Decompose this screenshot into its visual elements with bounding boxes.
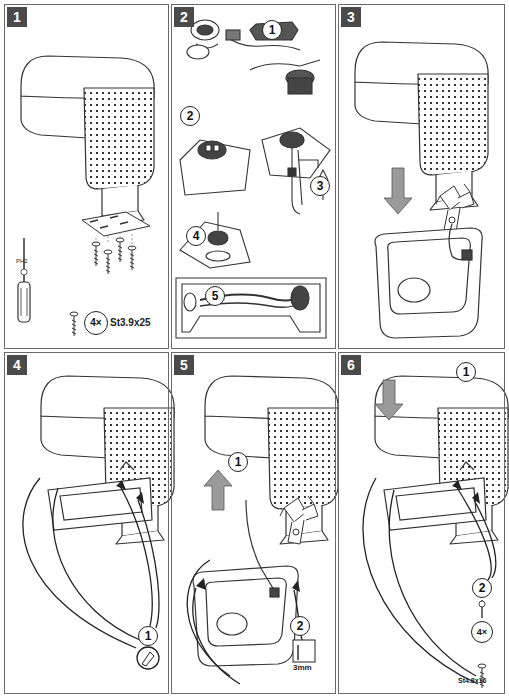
callout-circle: 5: [205, 286, 225, 306]
callout-circle: 1: [456, 362, 476, 382]
step-panel: 6 1 2 4×: [338, 352, 505, 694]
callout-number: 1: [235, 455, 242, 469]
callout-circle: 2: [290, 616, 310, 636]
step-panel: 41: [4, 352, 169, 694]
step-panel: 5 1 2: [171, 352, 336, 694]
callout-circle: 4: [186, 226, 206, 246]
callout-circle: 2: [180, 106, 200, 126]
callout-circle: 1: [138, 626, 158, 646]
step-panel: 2 1 2 3 4 5: [171, 4, 336, 349]
screw-size: St4.8x16: [458, 677, 486, 684]
callout-number: 3: [317, 179, 324, 193]
step-panel: 3: [338, 4, 505, 349]
bit-size: PH2: [16, 258, 28, 264]
step-number: 3: [341, 7, 361, 27]
callout-number: 4×: [477, 627, 487, 637]
callout-number: 1: [145, 629, 152, 643]
step-number: 5: [174, 355, 194, 375]
callout-number: 5: [212, 289, 219, 303]
step-number: 1: [7, 7, 27, 27]
screw-size: St3.9x25: [110, 317, 151, 328]
callout-circle: 1: [228, 452, 248, 472]
callout-circle: 2: [472, 578, 492, 598]
callout-number: 2: [187, 109, 194, 123]
callout-circle: 1: [262, 20, 282, 40]
callout-number: 2: [479, 581, 486, 595]
callout-circle: 4×: [84, 311, 108, 335]
callout-number: 4×: [90, 317, 101, 328]
callout-circle: 4×: [471, 621, 493, 643]
step-number: 4: [7, 355, 27, 375]
drill-size: 3mm: [293, 663, 312, 672]
callout-circle: 3: [310, 176, 330, 196]
callout-number: 4: [193, 229, 200, 243]
callout-number: 1: [269, 23, 276, 37]
callout-number: 2: [297, 619, 304, 633]
callout-number: 1: [463, 365, 470, 379]
step-number: 2: [174, 7, 194, 27]
step-number: 6: [341, 355, 361, 375]
step-panel: 1 4×: [4, 4, 169, 349]
